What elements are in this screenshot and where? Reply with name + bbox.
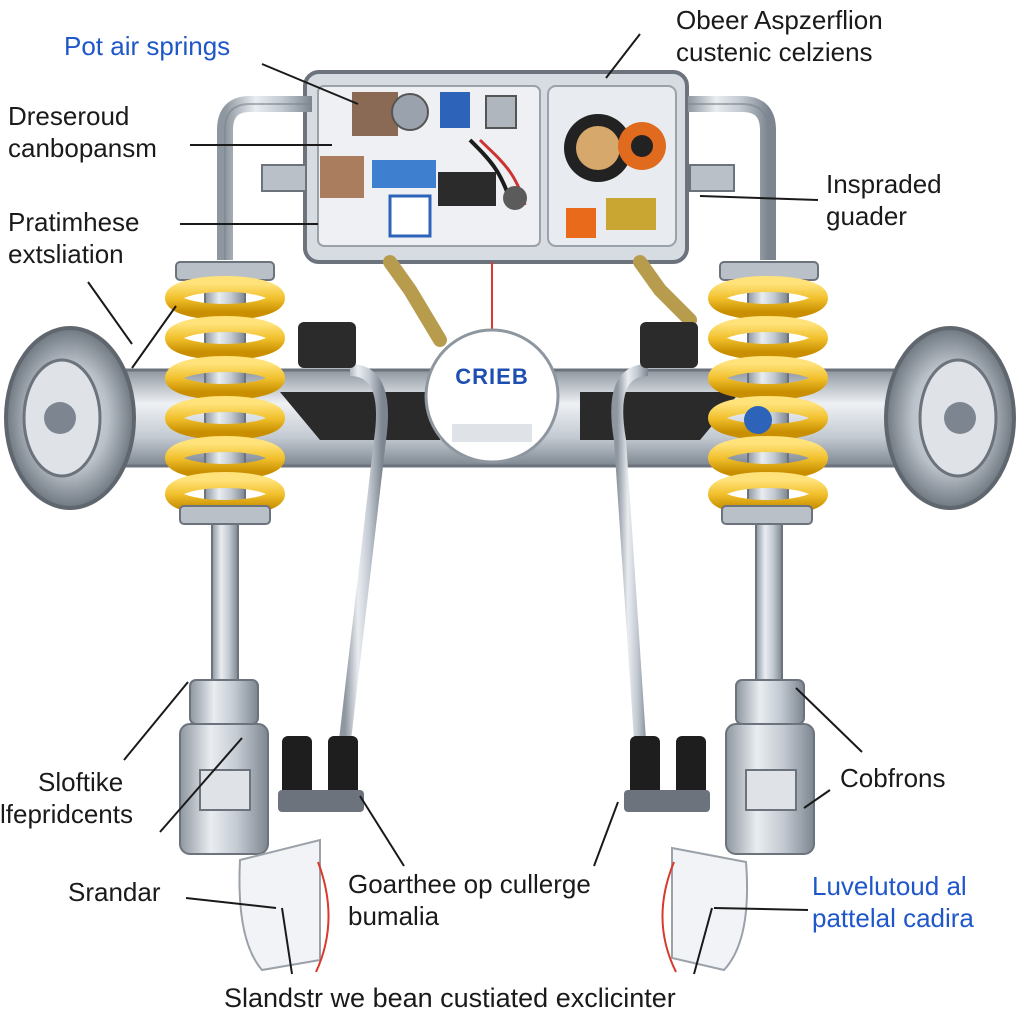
leader-lines bbox=[87, 33, 863, 975]
lower-valve-right bbox=[624, 736, 710, 812]
lower-mount-left bbox=[179, 679, 269, 855]
label-cobfrons: Cobfrons bbox=[840, 763, 946, 793]
label-pratimhese: Pratimhese extsliation bbox=[8, 207, 140, 269]
label-luvelutoud: Luvelutoud al pattelal cadira bbox=[812, 871, 974, 933]
label-pot-air-springs: Pot air springs bbox=[64, 31, 231, 61]
badge-text: CRIEB bbox=[455, 364, 528, 389]
label-inspraded: Inspraded guader bbox=[826, 169, 942, 231]
label-dreseroud: Dreseroud canbopansm bbox=[8, 101, 157, 163]
coil-spring-right bbox=[708, 261, 828, 525]
control-unit bbox=[303, 70, 689, 264]
wheel-hub-left bbox=[4, 326, 136, 510]
lower-mount-right bbox=[725, 679, 815, 855]
label-obeer: Obeer Aspzerflion custenic celziens bbox=[676, 5, 883, 67]
label-srandar: Srandar bbox=[68, 877, 161, 907]
coil-spring-left bbox=[165, 261, 285, 525]
label-sloftike: Sloftike lfepridcents bbox=[0, 767, 133, 829]
center-badge: CRIEB bbox=[424, 262, 560, 464]
lower-valve-left bbox=[278, 736, 364, 812]
label-footer: Slandstr we bean custiated exclicinter bbox=[224, 983, 676, 1013]
wheel-hub-right bbox=[884, 326, 1016, 510]
label-goarthee: Goarthee op cullerge bumalia bbox=[348, 869, 591, 931]
